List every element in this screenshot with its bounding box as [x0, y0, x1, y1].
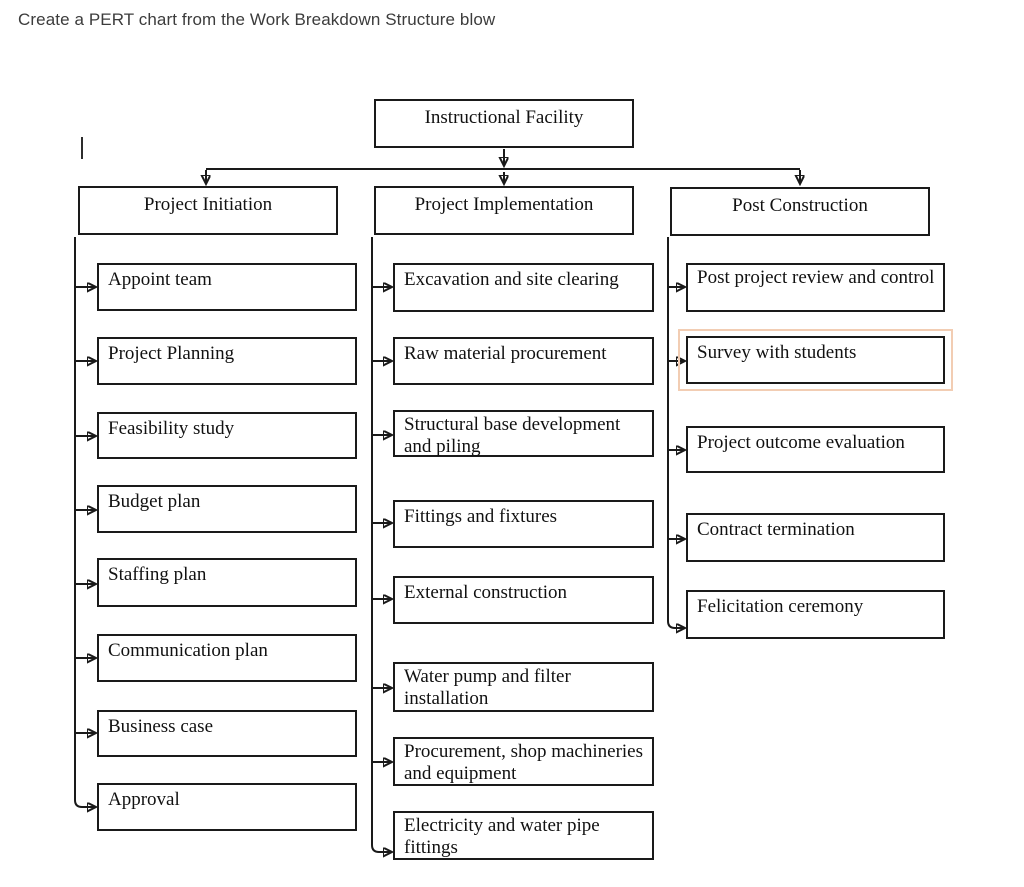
- node-contract-termination: Contract termination: [686, 513, 945, 562]
- node-project-planning: Project Planning: [97, 337, 357, 385]
- node-instructional-facility: Instructional Facility: [374, 99, 634, 148]
- trunk-post-construction: [667, 237, 684, 628]
- node-appoint-team: Appoint team: [97, 263, 357, 311]
- node-external-construction: External construction: [393, 576, 654, 624]
- node-structural-base-development: Structural base development and piling: [393, 410, 654, 457]
- trunk-project-initiation: [74, 237, 95, 807]
- trunk-project-implementation: [371, 237, 391, 852]
- node-business-case: Business case: [97, 710, 357, 757]
- node-water-pump-filter: Water pump and filter installation: [393, 662, 654, 712]
- node-raw-material-procurement: Raw material procurement: [393, 337, 654, 385]
- node-communication-plan: Communication plan: [97, 634, 357, 682]
- page-title: Create a PERT chart from the Work Breakd…: [18, 10, 496, 29]
- node-project-outcome-evaluation: Project outcome evaluation: [686, 426, 945, 473]
- node-post-construction: Post Construction: [670, 187, 930, 236]
- node-approval: Approval: [97, 783, 357, 831]
- node-felicitation-ceremony: Felicitation ceremony: [686, 590, 945, 639]
- node-project-implementation: Project Implementation: [374, 186, 634, 235]
- node-post-project-review: Post project review and control: [686, 263, 945, 312]
- node-procurement-shop-machineries: Procurement, shop machineries and equipm…: [393, 737, 654, 786]
- node-project-initiation: Project Initiation: [78, 186, 338, 235]
- node-electricity-water-pipe: Electricity and water pipe fittings: [393, 811, 654, 860]
- node-feasibility-study: Feasibility study: [97, 412, 357, 459]
- node-budget-plan: Budget plan: [97, 485, 357, 533]
- highlight-frame: [678, 329, 953, 391]
- node-staffing-plan: Staffing plan: [97, 558, 357, 607]
- node-survey-with-students: Survey with students: [686, 336, 945, 384]
- text-cursor: [81, 137, 83, 159]
- node-excavation-site-clearing: Excavation and site clearing: [393, 263, 654, 312]
- node-fittings-fixtures: Fittings and fixtures: [393, 500, 654, 548]
- top-level-connectors: [206, 149, 800, 183]
